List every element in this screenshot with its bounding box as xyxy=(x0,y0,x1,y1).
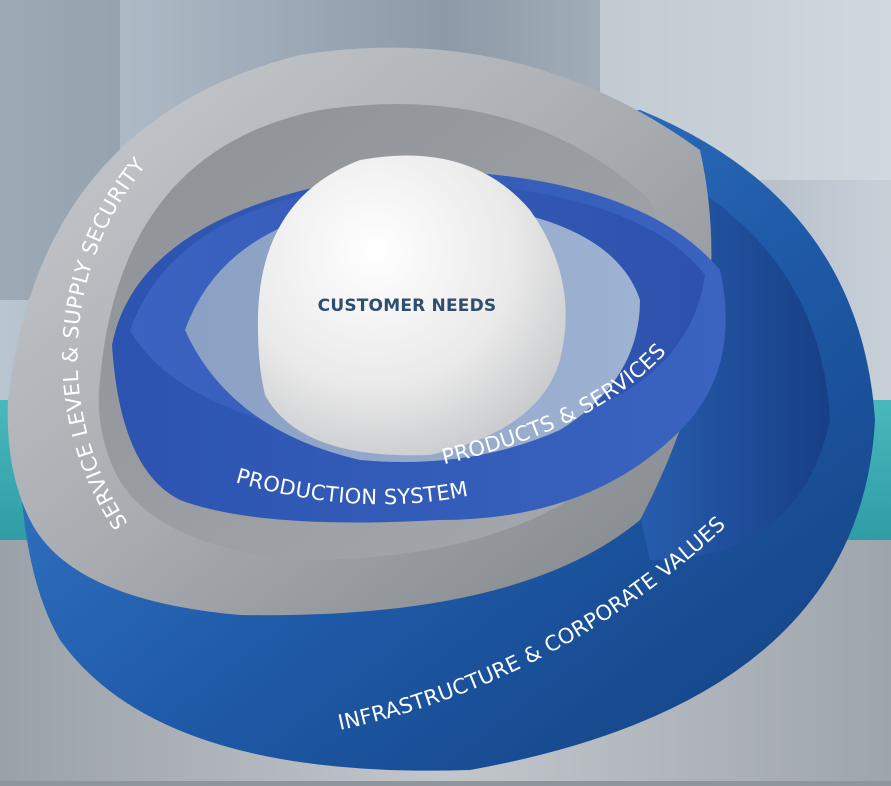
core-sphere xyxy=(257,155,566,456)
core-label: CUSTOMER NEEDS xyxy=(318,296,497,316)
